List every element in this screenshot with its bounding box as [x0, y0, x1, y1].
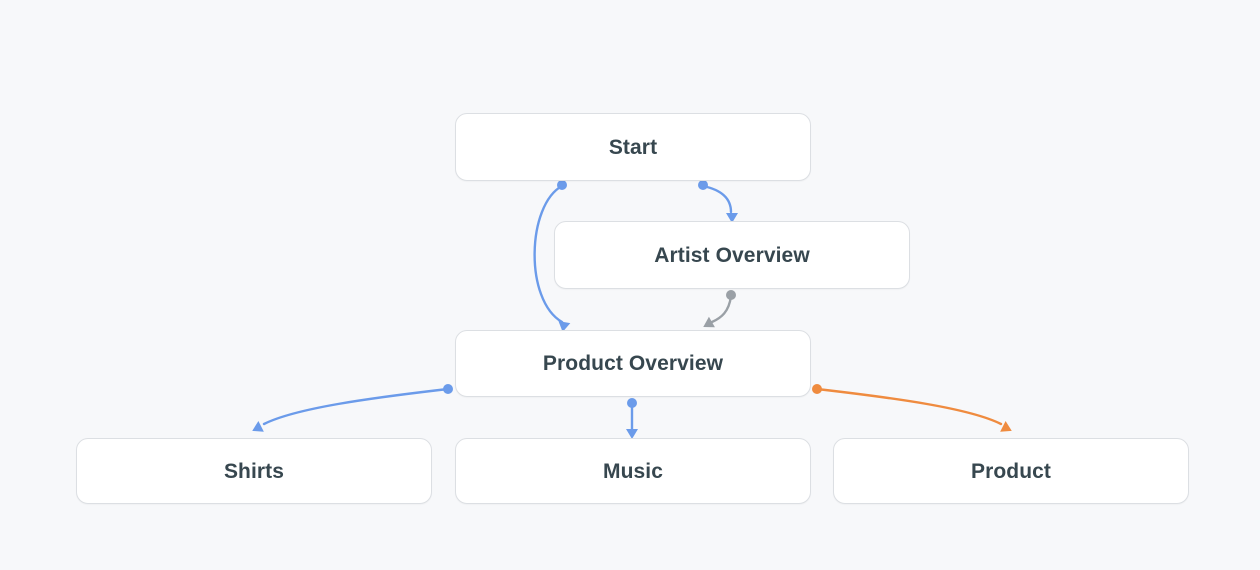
edge-source-dot-artist-overview-to-product-overview [726, 290, 736, 300]
edge-product-overview-to-shirts [262, 387, 450, 426]
node-label-artist-overview: Artist Overview [654, 243, 810, 267]
edge-source-dot-product-overview-to-product [812, 384, 822, 394]
node-label-product-overview: Product Overview [542, 352, 724, 375]
edge-artist-overview-to-product-overview [710, 294, 733, 324]
node-shirts[interactable]: Shirts [76, 438, 432, 504]
edges-group [252, 180, 1012, 439]
node-artist-overview[interactable]: Artist Overview [554, 221, 910, 289]
edge-product-overview-to-product [815, 387, 1003, 426]
node-label-product: Product [970, 459, 1052, 483]
edge-source-dot-start-to-product-overview [557, 180, 567, 190]
edge-arrowhead-product-overview-to-product [1000, 421, 1012, 432]
edge-arrowhead-product-overview-to-shirts [252, 421, 264, 432]
node-music[interactable]: Music [455, 438, 811, 504]
node-label-start: Start [608, 135, 658, 159]
edge-source-dot-product-overview-to-shirts [443, 384, 453, 394]
node-start[interactable]: Start [455, 113, 811, 181]
node-product[interactable]: Product [833, 438, 1189, 504]
edge-source-dot-start-to-artist-overview [698, 180, 708, 190]
edge-start-to-artist-overview [701, 184, 733, 214]
edge-source-dot-product-overview-to-music [627, 398, 637, 408]
node-label-shirts: Shirts [223, 459, 285, 483]
node-product-overview[interactable]: Product Overview [455, 330, 811, 397]
node-label-music: Music [602, 459, 663, 483]
